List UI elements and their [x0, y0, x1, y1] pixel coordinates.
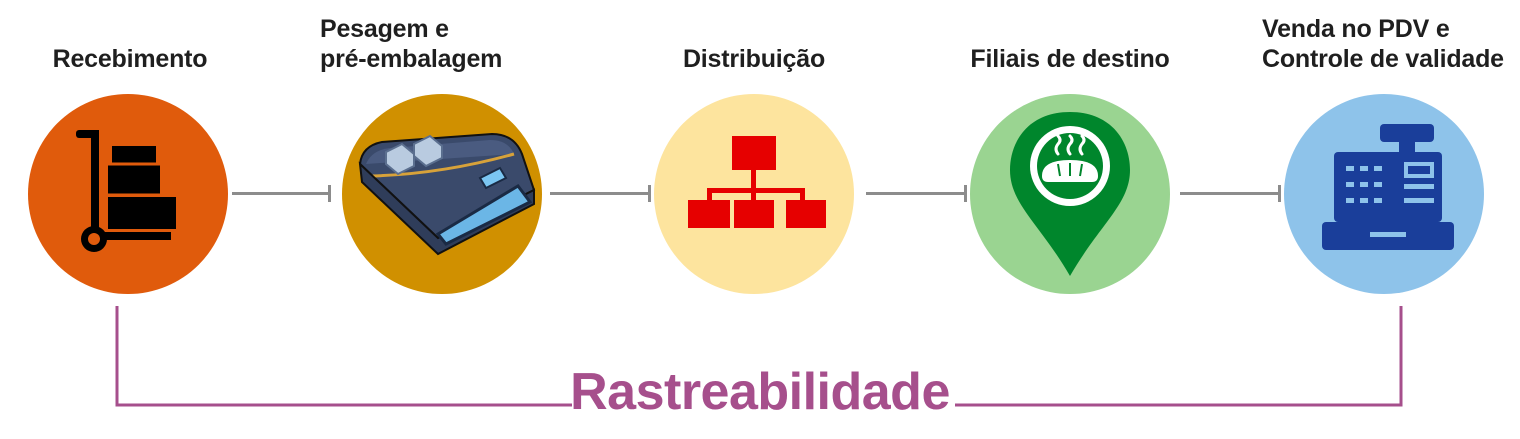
step-label-recebimento: Recebimento: [30, 44, 230, 74]
flow-arrow: [232, 185, 331, 202]
step-label-filiais: Filiais de destino: [955, 44, 1185, 74]
flow-arrow: [866, 185, 967, 202]
traceability-title: Rastreabilidade: [570, 363, 950, 421]
step-circle-recebimento: [28, 94, 228, 294]
step-label-distribuicao: Distribuição: [654, 44, 854, 74]
step-circle-venda: [1284, 94, 1484, 294]
step-label-venda: Venda no PDV e Controle de validade: [1262, 14, 1512, 74]
step-label-line: Recebimento: [52, 45, 208, 73]
hand-truck-icon: [28, 94, 228, 294]
cash-register-icon: [1284, 94, 1484, 294]
step-circle-distribuicao: [654, 94, 854, 294]
flow-arrow: [1180, 185, 1281, 202]
step-label-line: Controle de validade: [1262, 45, 1504, 73]
step-label-line: Pesagem e: [320, 15, 449, 43]
org-chart-icon: [654, 94, 854, 294]
flow-arrow: [550, 185, 651, 202]
step-label-line: Filiais de destino: [970, 45, 1170, 73]
step-label-line: Distribuição: [682, 45, 826, 73]
bread-location-pin-icon: [970, 94, 1170, 294]
step-label-line: pré-embalagem: [320, 45, 503, 73]
step-circle-pesagem: [342, 94, 542, 294]
step-label-line: Venda no PDV e: [1262, 15, 1450, 43]
step-label-pesagem: Pesagem e pré-embalagem: [320, 14, 560, 74]
weighing-scale-icon: [342, 94, 542, 294]
step-circle-filiais: [970, 94, 1170, 294]
